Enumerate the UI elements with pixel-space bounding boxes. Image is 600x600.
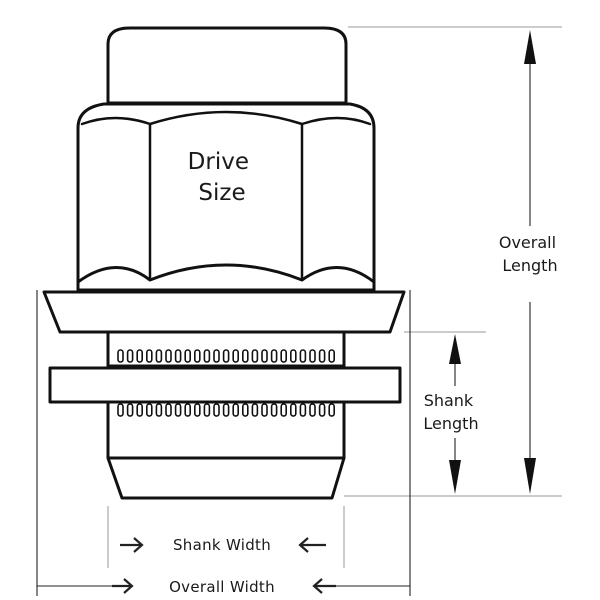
knurl-ridge [184,349,191,363]
knurl-ridge [309,349,316,363]
knurl-ridge [117,403,124,417]
knurl-ridge [174,349,182,363]
knurl-ridge [232,349,239,363]
knurl-ridge [299,349,307,363]
overall-width-arrow-left-icon [312,578,336,594]
knurl-ridge [146,403,153,417]
knurl-ridge [213,403,220,417]
hex-top-chamfer [80,110,372,126]
knurl-ridge [126,349,134,363]
overall-width-arrow-right-icon [112,578,134,594]
knurl-ridge [280,403,288,417]
hex-scallops [76,263,376,292]
knurl-ridge [117,349,124,363]
shank-length-arrow-up-icon [449,334,461,364]
knurl-ridge [242,349,249,363]
knurl-ridge [213,349,220,363]
knurl-ridge [328,349,336,363]
shank-length-arrow-down-icon [449,460,461,494]
overall-length-label-line1: Overall [499,233,556,252]
hex-center-face-edges [148,122,304,282]
knurl-ridge [222,403,230,417]
knurling-bottom [117,403,336,417]
knurling-top [117,349,336,363]
nut-cap [106,26,348,105]
knurl-ridge [194,349,201,363]
shank-width-arrow-right-icon [120,537,144,553]
knurl-ridge [136,403,143,417]
shank-length-label-line2: Length [423,414,478,433]
knurl-ridge [261,403,268,417]
drive-size-label: Drive Size [188,149,257,206]
knurl-ridge [126,403,134,417]
shank-length-label: Shank Length [423,391,478,433]
overall-width-label: Overall Width [169,578,275,596]
knurl-ridge [165,349,172,363]
knurl-ridge [203,349,211,363]
knurl-ridge [309,403,316,417]
knurl-ridge [261,349,268,363]
knurl-ridge [155,349,163,363]
knurl-ridge [184,403,191,417]
knurl-ridge [194,403,201,417]
knurl-ridge [155,403,163,417]
knurl-ridge [174,403,182,417]
overall-length-label: Overall Length [499,233,561,275]
knurl-ridge [146,349,153,363]
knurl-ridge [289,403,297,417]
shank-length-label-line1: Shank [424,391,474,410]
knurl-ridge [318,403,326,417]
knurl-ridge [318,349,326,363]
knurl-ridge [328,403,336,417]
knurl-ridge [280,349,288,363]
shank-width-arrow-left-icon [298,537,326,553]
overall-length-label-line2: Length [502,256,557,275]
drive-size-label-line2: Size [198,180,245,206]
knurl-ridge [251,349,259,363]
washer-flange [42,290,406,334]
knurl-ridge [136,349,143,363]
shank-taper [106,456,346,500]
knurl-ridge [242,403,249,417]
knurl-ridge [270,349,278,363]
knurl-ridge [165,403,172,417]
knurl-ridge [270,403,278,417]
knurl-ridge [232,403,239,417]
hex-body [76,102,376,290]
overall-length-arrow-up-icon [524,30,536,64]
overall-length-arrow-down-icon [524,458,536,494]
knurl-ridge [222,349,230,363]
knurl-ridge [289,349,297,363]
knurl-ridge [203,403,211,417]
drive-size-label-line1: Drive [188,149,249,175]
spacer-bar [48,366,402,404]
knurl-ridge [299,403,307,417]
shank-width-label: Shank Width [173,536,271,554]
knurl-ridge [251,403,259,417]
